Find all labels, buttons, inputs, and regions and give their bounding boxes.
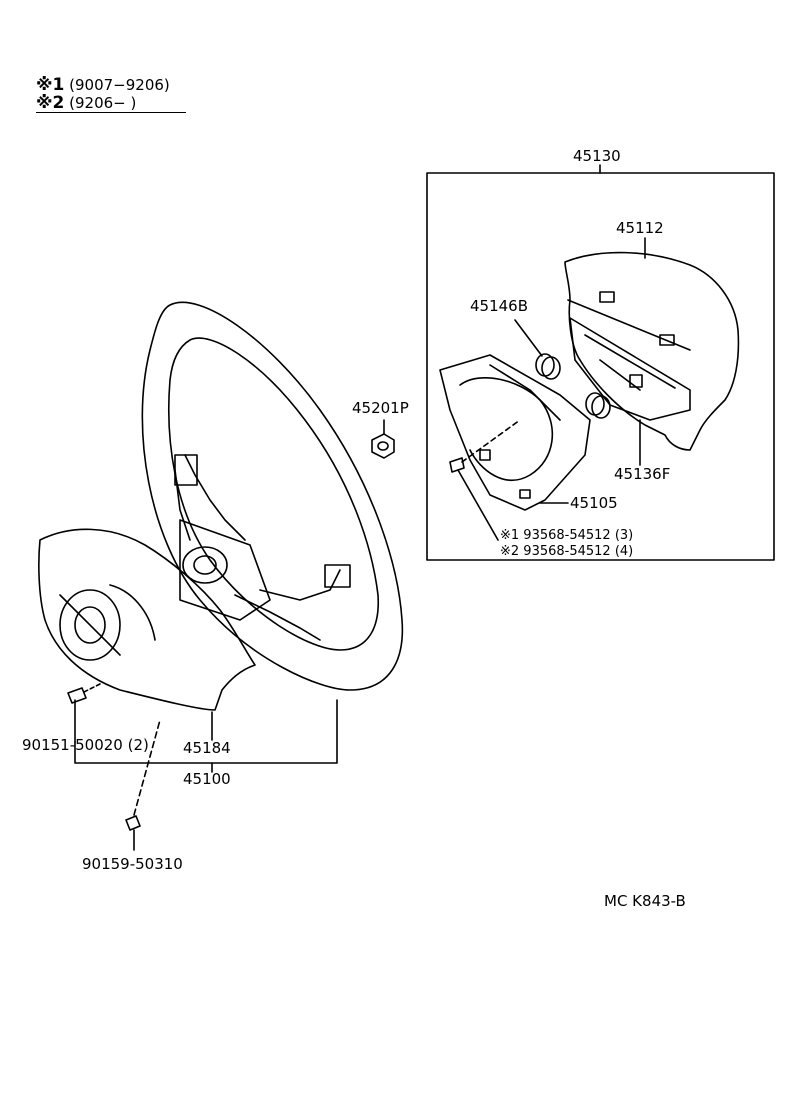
horn-plate: [439, 354, 591, 511]
leader-93568: [457, 469, 499, 541]
label-screw-2: ※2 93568-54512 (4): [500, 544, 634, 559]
legend-range-1: (9007−9206): [69, 76, 170, 94]
label-45100: 45100: [183, 770, 231, 788]
pad-plate: [569, 317, 691, 421]
label-45136F: 45136F: [614, 465, 671, 483]
legend-range-2: (9206− ): [69, 94, 137, 112]
legend-row-2: ※2 (9206− ): [36, 95, 186, 113]
legend-row-1: ※1 (9007−9206): [36, 77, 170, 94]
diagram-code: MC K843-B: [604, 892, 686, 910]
screw-small: [449, 419, 521, 473]
label-45112: 45112: [616, 219, 664, 237]
label-90151: 90151-50020 (2): [22, 736, 149, 754]
label-45130: 45130: [573, 147, 621, 165]
bolt-lower-left: [67, 683, 101, 704]
legend-mark-2: ※2: [36, 93, 65, 113]
screw-lower: [125, 719, 161, 851]
horn-pad: [564, 251, 740, 451]
nut: [371, 433, 395, 459]
label-screw-1: ※1 93568-54512 (3): [500, 528, 634, 543]
legend-mark-1: ※1: [36, 75, 65, 95]
label-45201P: 45201P: [352, 399, 409, 417]
label-90159: 90159-50310: [82, 855, 183, 873]
leader-45146B: [514, 319, 543, 357]
steering-wheel-rim: [141, 301, 404, 691]
bracket-45100: [74, 699, 338, 764]
label-45105: 45105: [570, 494, 618, 512]
springs: [535, 353, 611, 419]
label-45146B: 45146B: [470, 297, 529, 315]
lower-cover: [38, 528, 256, 711]
label-45184: 45184: [183, 739, 231, 757]
